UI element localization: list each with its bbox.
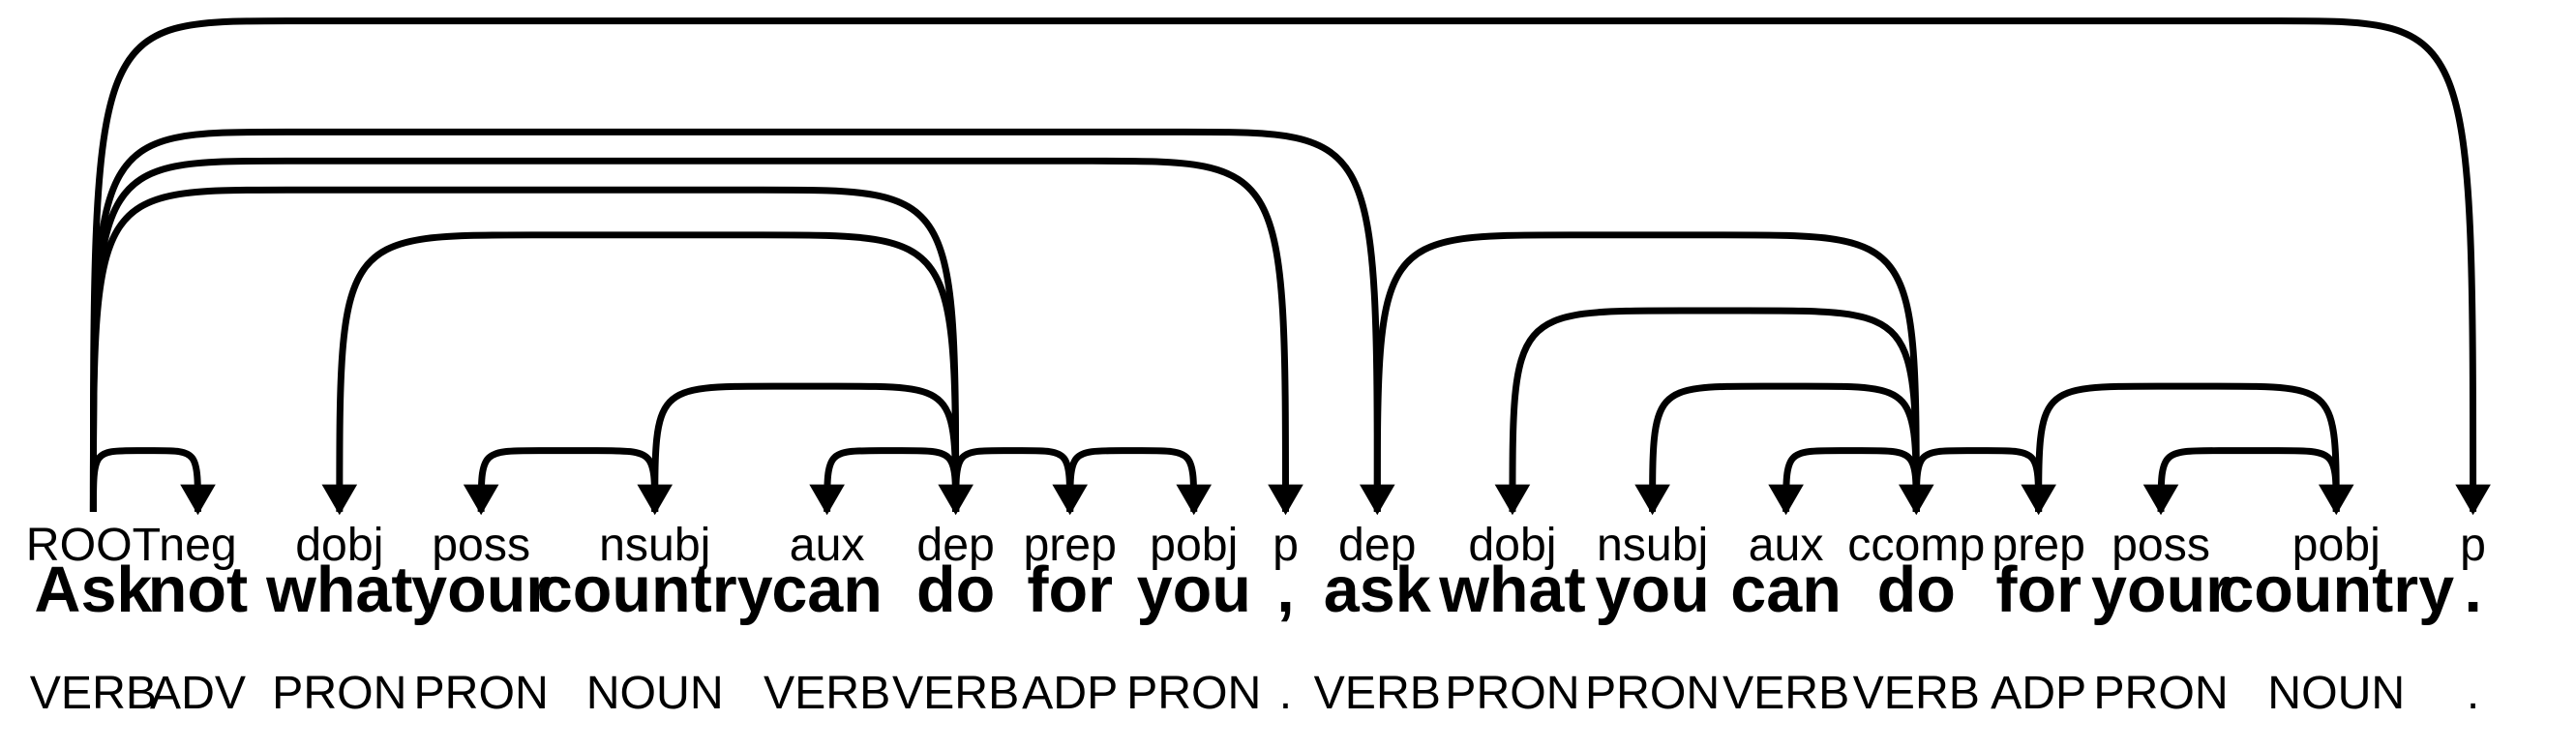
dependency-arrowhead — [1494, 484, 1531, 516]
dep-relation-label: aux — [1749, 519, 1824, 571]
dep-relation-label: poss — [2112, 519, 2210, 571]
token-word: country — [537, 555, 773, 626]
dep-relation-label: pobj — [1150, 519, 1238, 571]
dep-relation-label: dobj — [295, 519, 383, 571]
dependency-arrowhead — [1268, 484, 1303, 516]
dependency-arc — [89, 157, 1289, 512]
dependency-arc — [1782, 447, 1920, 512]
token-pos-tag: VERB — [30, 667, 157, 719]
token-pos-tag: . — [1279, 667, 1292, 719]
dependency-arc — [336, 231, 960, 512]
token-pos-tag: VERB — [1722, 667, 1849, 719]
dep-relation-label: p — [2460, 519, 2486, 571]
token-word: you — [1595, 555, 1709, 626]
dep-relation-label: dep — [1338, 519, 1416, 571]
token-word: Ask — [34, 555, 153, 626]
dependency-arrowhead — [1634, 484, 1670, 516]
dependency-arc — [1066, 447, 1198, 512]
token-pos-tag: PRON — [2093, 667, 2228, 719]
dep-relation-label: neg — [159, 519, 236, 571]
token-word: what — [265, 555, 412, 626]
token-word: , — [1276, 555, 1294, 626]
dependency-arrowhead — [180, 484, 216, 516]
dependency-arc — [1649, 382, 1920, 512]
token-pos-tag: VERB — [1314, 667, 1441, 719]
dep-relation-label: dep — [916, 519, 994, 571]
dependency-arrowhead — [809, 484, 845, 516]
dependency-arc — [651, 382, 960, 512]
dependency-arc — [824, 447, 960, 512]
token-pos-tag: PRON — [272, 667, 406, 719]
token-pos-tag: NOUN — [586, 667, 724, 719]
dependency-arc — [1912, 447, 2043, 512]
dependency-arrowhead — [463, 484, 499, 516]
token-pos-tag: PRON — [414, 667, 549, 719]
dep-relation-label: nsubj — [1597, 519, 1708, 571]
token-word: ask — [1324, 555, 1432, 626]
dep-relation-label: prep — [1023, 519, 1117, 571]
dependency-arc — [2035, 382, 2340, 512]
token-pos-tag: PRON — [1126, 667, 1261, 719]
token-pos-tag: PRON — [1445, 667, 1579, 719]
dependency-arc — [1509, 307, 1920, 512]
arc-layer — [89, 17, 2491, 516]
dependency-arrowhead — [637, 484, 674, 516]
token-word: not — [148, 555, 248, 626]
token-word: do — [1877, 555, 1956, 626]
dep-relation-label: ROOT — [26, 519, 161, 571]
token-layer: AskVERBnotADVwhatPRONyourPRONcountryNOUN… — [30, 555, 2482, 719]
dependency-arrowhead — [2318, 484, 2354, 516]
token-word: you — [1137, 555, 1251, 626]
dependency-arrowhead — [2455, 484, 2491, 516]
dep-relation-label: p — [1273, 519, 1299, 571]
token-word: your — [2091, 555, 2231, 626]
token-word: for — [1995, 555, 2082, 626]
token-pos-tag: PRON — [1585, 667, 1720, 719]
dep-relation-label: aux — [790, 519, 865, 571]
dependency-arc — [952, 447, 1074, 512]
token-word: can — [771, 555, 883, 626]
dep-relation-label: prep — [1992, 519, 2085, 571]
dependency-arc — [89, 447, 202, 512]
token-word: what — [1438, 555, 1585, 626]
dep-relation-label: dobj — [1468, 519, 1556, 571]
token-word: country — [2218, 555, 2454, 626]
token-pos-tag: ADP — [1991, 667, 2086, 719]
token-word: for — [1027, 555, 1113, 626]
token-pos-tag: VERB — [1853, 667, 1980, 719]
dependency-arrowhead — [1768, 484, 1804, 516]
dependency-arrowhead — [1176, 484, 1213, 516]
dependency-arc — [477, 447, 659, 512]
dep-relation-label: nsubj — [599, 519, 710, 571]
dep-relation-label: ccomp — [1847, 519, 1985, 571]
dependency-arc — [89, 128, 1381, 512]
token-word: can — [1730, 555, 1842, 626]
dependency-arrowhead — [321, 484, 358, 516]
dependency-arrowhead — [2142, 484, 2179, 516]
dependency-arc — [89, 17, 2477, 512]
token-pos-tag: NOUN — [2267, 667, 2405, 719]
token-pos-tag: ADV — [150, 667, 246, 719]
token-pos-tag: VERB — [764, 667, 890, 719]
dep-relation-label: poss — [432, 519, 530, 571]
dep-relation-label: pobj — [2292, 519, 2381, 571]
token-word: your — [411, 555, 551, 626]
token-word: do — [916, 555, 995, 626]
dependency-arc — [1373, 231, 1920, 512]
dependency-arc — [2157, 447, 2340, 512]
token-pos-tag: . — [2467, 667, 2479, 719]
token-pos-tag: VERB — [892, 667, 1019, 719]
token-pos-tag: ADP — [1022, 667, 1118, 719]
token-word: . — [2464, 555, 2481, 626]
